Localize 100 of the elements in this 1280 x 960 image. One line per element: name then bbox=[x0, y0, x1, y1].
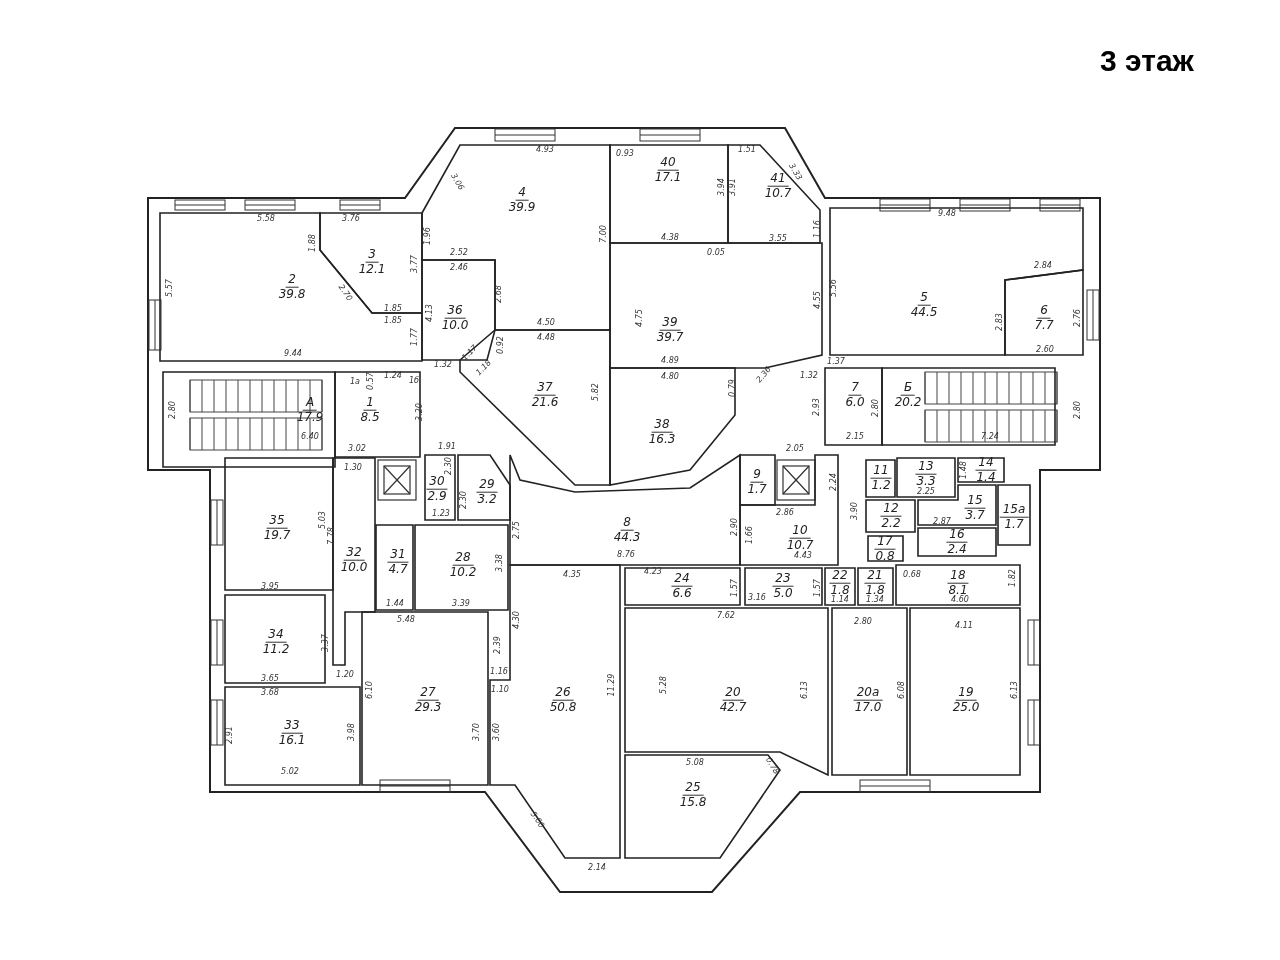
room-area: 21.6 bbox=[529, 395, 561, 410]
dimension-label: 1.57 bbox=[731, 579, 739, 597]
room-number: Б bbox=[900, 380, 916, 396]
room-area: 25.0 bbox=[950, 700, 982, 715]
room-area: 42.7 bbox=[717, 700, 749, 715]
room-outline bbox=[866, 460, 895, 497]
dimension-label: 4.43 bbox=[794, 552, 812, 560]
dimension-label: 1.91 bbox=[438, 443, 456, 451]
dimension-label: 4.13 bbox=[426, 304, 434, 322]
room-outline bbox=[425, 455, 455, 520]
room-area: 19.7 bbox=[261, 528, 293, 543]
dimension-label: 1.85 bbox=[384, 305, 402, 313]
room-area: 0.8 bbox=[873, 549, 897, 564]
room-area: 16.3 bbox=[646, 432, 678, 447]
room-number: 41 bbox=[767, 171, 789, 187]
dimension-label: 7.78 bbox=[328, 527, 336, 545]
dimension-label: 3.94 bbox=[718, 178, 726, 196]
room-number: А bbox=[302, 395, 318, 411]
dimension-label: 4.93 bbox=[536, 146, 554, 154]
room-outline bbox=[866, 500, 915, 532]
dimension-label: 0.92 bbox=[497, 336, 505, 354]
room-number: 13 bbox=[915, 459, 937, 475]
room-number: 28 bbox=[452, 550, 474, 566]
room-area: 3.2 bbox=[475, 492, 499, 507]
room-number: 20 bbox=[722, 685, 744, 701]
room-number: 20а bbox=[853, 685, 883, 701]
dimension-label: 2.60 bbox=[1036, 346, 1054, 354]
dimension-label: 6.13 bbox=[1011, 681, 1019, 699]
room-number: 14 bbox=[975, 455, 997, 471]
room-number: 25 bbox=[682, 780, 704, 796]
dimension-label: 4.38 bbox=[661, 234, 679, 242]
room-number: 26 bbox=[552, 685, 574, 701]
dimension-label: 3.65 bbox=[261, 675, 279, 683]
dimension-label: 7.24 bbox=[981, 433, 999, 441]
room-number: 35 bbox=[266, 513, 288, 529]
dimension-label: 5.57 bbox=[166, 279, 174, 297]
room-outline bbox=[225, 458, 333, 590]
dimension-label: 5.08 bbox=[686, 759, 704, 767]
dimension-label: 5.28 bbox=[660, 676, 668, 694]
room-number: 17 bbox=[874, 534, 896, 550]
dimension-label: 2.15 bbox=[846, 433, 864, 441]
dimension-label: 2.05 bbox=[786, 445, 804, 453]
dimension-label: 3.55 bbox=[769, 235, 787, 243]
room-number: 18 bbox=[947, 568, 969, 584]
dimension-label: 6.40 bbox=[301, 433, 319, 441]
room-area: 39.7 bbox=[654, 330, 686, 345]
room-outline bbox=[998, 485, 1030, 545]
dimension-label: 2.86 bbox=[776, 509, 794, 517]
dimension-label: 2.46 bbox=[450, 264, 468, 272]
dimension-label: 2.90 bbox=[731, 518, 739, 536]
dimension-label: 5.82 bbox=[592, 383, 600, 401]
room-area: 7.7 bbox=[1032, 318, 1056, 333]
dimension-label: 1.10 bbox=[491, 686, 509, 694]
room-area: 2.9 bbox=[425, 489, 449, 504]
dimension-label: 2.80 bbox=[872, 399, 880, 417]
dimension-label: 2.91 bbox=[226, 726, 234, 744]
dimension-label: 1.16 bbox=[490, 668, 508, 676]
dimension-label: 4.30 bbox=[513, 611, 521, 629]
room-outline bbox=[333, 458, 375, 665]
room-area: 2.2 bbox=[879, 516, 903, 531]
room-number: 23 bbox=[772, 571, 794, 587]
room-number: 15а bbox=[999, 502, 1029, 518]
room-area: 17.0 bbox=[852, 700, 884, 715]
room-area: 1.7 bbox=[745, 482, 769, 497]
dimension-label: 2.52 bbox=[450, 249, 468, 257]
dimension-label: 4.35 bbox=[563, 571, 581, 579]
dimension-label: 1.82 bbox=[1009, 569, 1017, 587]
room-number: 31 bbox=[387, 547, 409, 563]
room-outline bbox=[1005, 270, 1083, 355]
room-outline bbox=[740, 455, 838, 565]
room-outline bbox=[918, 528, 996, 556]
room-outline bbox=[830, 208, 1083, 355]
dimension-label: 6.08 bbox=[898, 681, 906, 699]
dimension-label: 3.91 bbox=[729, 178, 737, 196]
room-area: 15.8 bbox=[677, 795, 709, 810]
dimension-label: 2.25 bbox=[917, 488, 935, 496]
room-outline bbox=[858, 568, 893, 605]
room-outline bbox=[918, 485, 996, 525]
dimension-label: 2.80 bbox=[854, 618, 872, 626]
room-number: 15 bbox=[964, 493, 986, 509]
room-number: 21 bbox=[864, 568, 886, 584]
dimension-label: 3.37 bbox=[322, 634, 330, 652]
room-number: 40 bbox=[657, 155, 679, 171]
dimension-label: 1.23 bbox=[432, 510, 450, 518]
dimension-label: 9.48 bbox=[938, 210, 956, 218]
room-number: 34 bbox=[265, 627, 287, 643]
dimension-label: 3.16 bbox=[748, 594, 766, 602]
dimension-label: 4.75 bbox=[636, 309, 644, 327]
dimension-label: 2.30 bbox=[445, 457, 453, 475]
room-outline bbox=[610, 243, 822, 368]
dimension-label: 5.58 bbox=[257, 215, 275, 223]
room-outline bbox=[610, 368, 735, 485]
dimension-label: 3.02 bbox=[348, 445, 366, 453]
dimension-label: 2.75 bbox=[513, 521, 521, 539]
dimension-label: 6.10 bbox=[366, 681, 374, 699]
room-number: 37 bbox=[534, 380, 556, 396]
dimension-label: 1.51 bbox=[738, 146, 756, 154]
room-number: 36 bbox=[444, 303, 466, 319]
room-number: 4 bbox=[515, 185, 529, 201]
dimension-label: 1.32 bbox=[434, 361, 452, 369]
